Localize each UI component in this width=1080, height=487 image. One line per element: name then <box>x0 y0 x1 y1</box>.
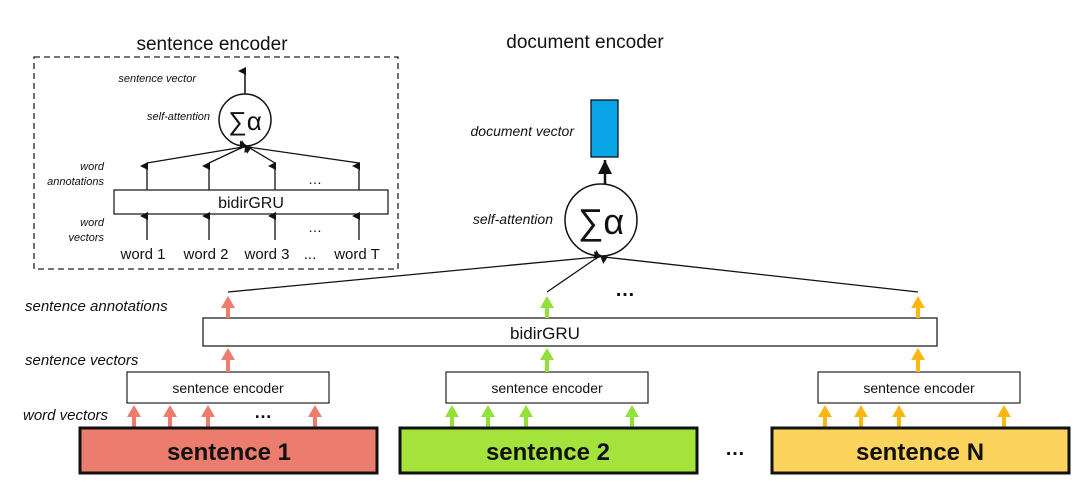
between-sentences-ellipsis: … <box>725 438 745 460</box>
inset-title: sentence encoder <box>136 34 288 55</box>
document-sigma-alpha-symbol: ∑α <box>578 201 624 242</box>
document-top-ellipsis: … <box>615 279 635 301</box>
inset-annotation-ellipsis: … <box>308 171 322 187</box>
sentence-block-n <box>770 426 1071 475</box>
document-bidirgru-label: bidirGRU <box>510 324 580 343</box>
sentence-block-1-label: sentence 1 <box>167 439 291 466</box>
sentence-annotation-arrow-2 <box>540 296 554 318</box>
sentence-encoder-box-2 <box>445 371 649 404</box>
word-vector-arrow-1-4 <box>308 405 322 428</box>
sentence-1-word-ellipsis: … <box>254 402 272 422</box>
inset-bidirgru-box <box>113 189 389 215</box>
sentence-annotations-label: sentence annotations <box>25 298 168 315</box>
sentence-encoder-label-2: sentence encoder <box>491 380 603 396</box>
inset-word-ellipsis: ... <box>304 246 317 263</box>
document-bidirgru-box <box>202 317 938 347</box>
sentence-encoder-label-1: sentence encoder <box>172 380 284 396</box>
word-vector-arrow-2-4 <box>625 405 639 428</box>
document-vector-arrowhead <box>598 160 612 174</box>
sentence-annotation-arrow-1 <box>221 296 235 318</box>
word-vector-arrow-2-2 <box>481 405 495 428</box>
word-vector-arrow-3-2 <box>854 405 868 428</box>
inset-word-vector-ellipsis: … <box>308 219 322 235</box>
inset-sentence-vector-label: sentence vector <box>118 73 197 85</box>
sentence-block-2 <box>398 426 699 475</box>
document-self-attention-label: self-attention <box>473 211 553 227</box>
inset-annotation-arrows <box>140 162 360 190</box>
inset-word-vectors-label-2: vectors <box>69 232 105 244</box>
inset-word-1: word 1 <box>119 246 165 263</box>
document-encoder: document encoder document vector self-at… <box>23 32 1071 475</box>
inset-word-vector-arrows <box>140 212 360 240</box>
sentence-block-1 <box>78 426 379 475</box>
inset-word-t: word T <box>333 246 380 263</box>
inset-sigma-alpha-symbol: ∑α <box>228 106 262 136</box>
inset-attention-lines <box>146 140 360 164</box>
sentence-block-2-label: sentence 2 <box>486 439 610 466</box>
document-encoder-title: document encoder <box>506 32 664 53</box>
word-vector-arrow-2-3 <box>519 405 533 428</box>
sentence-vector-arrow-3 <box>911 348 925 372</box>
word-vector-arrow-2-1 <box>445 405 459 428</box>
sentence-encoder-label-n: sentence encoder <box>863 380 975 396</box>
sentence-encoder-box-1 <box>126 371 330 404</box>
word-vector-arrow-1-2 <box>163 405 177 428</box>
inset-word-annotations-label-2: annotations <box>47 176 104 188</box>
inset-self-attention-label: self-attention <box>147 111 210 123</box>
inset-dashed-border <box>33 56 399 270</box>
word-vector-arrow-1-3 <box>201 405 215 428</box>
word-vector-arrow-3-1 <box>818 405 832 428</box>
sentence-block-n-label: sentence N <box>856 439 984 466</box>
inset-word-annotations-label-1: word <box>80 161 105 173</box>
inset-bidirgru-label: bidirGRU <box>218 195 284 212</box>
sentence-vector-arrow-1 <box>221 348 235 372</box>
word-vector-arrow-3-4 <box>997 405 1011 428</box>
sentence-encoder-box-n <box>817 371 1021 404</box>
inset-word-2: word 2 <box>182 246 228 263</box>
inset-word-3: word 3 <box>243 246 289 263</box>
sentence-encoder-inset: sentence encoder sentence vector self-at… <box>33 34 399 270</box>
sentence-vector-arrow-2 <box>540 348 554 372</box>
inset-word-vectors-label-1: word <box>80 217 105 229</box>
sentence-vectors-label: sentence vectors <box>25 352 139 369</box>
word-vector-arrow-1-1 <box>127 405 141 428</box>
word-vectors-label: word vectors <box>23 407 109 424</box>
word-vector-arrow-3-3 <box>892 405 906 428</box>
document-vector-block <box>590 99 619 158</box>
sentence-annotation-arrow-3 <box>911 296 925 318</box>
colored-arrows <box>127 296 1011 428</box>
document-vector-label: document vector <box>471 123 576 139</box>
document-attention-lines <box>227 250 919 293</box>
